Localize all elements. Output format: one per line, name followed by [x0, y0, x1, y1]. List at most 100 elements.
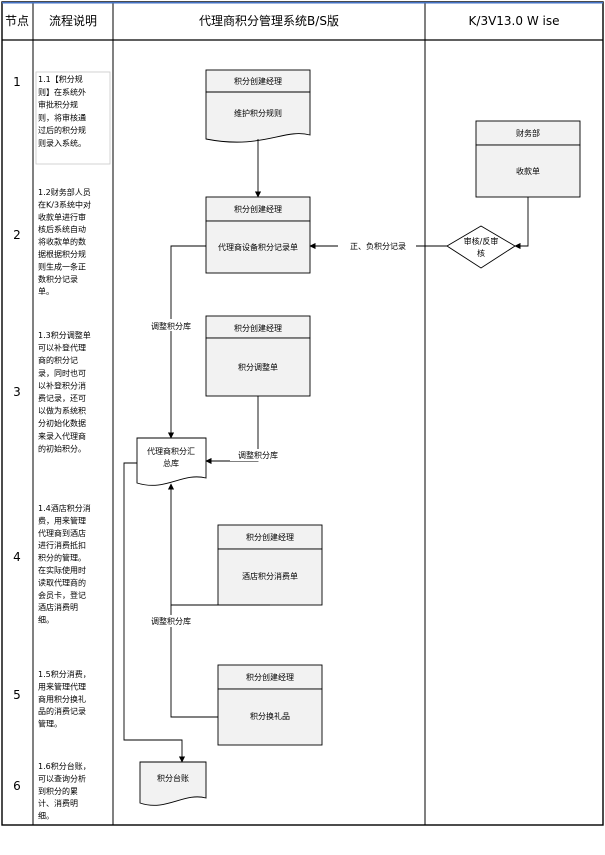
row-desc-line: 1.1【积分规 — [38, 74, 83, 84]
adjust-body-label: 积分调整单 — [238, 362, 278, 372]
header-system-k3: K/3V13.0 W ise — [469, 14, 560, 28]
audit-diamond: 审核/反审 核 — [446, 225, 516, 269]
row-desc-line: 品的消费记录 — [38, 706, 86, 716]
row-desc-line: 以做为系统积 — [38, 406, 86, 416]
row-desc-line: 费，用来管理 — [38, 515, 86, 525]
row-numbers: 1 2 3 4 5 6 — [13, 75, 21, 793]
row-desc-line: 则生成一条正 — [38, 261, 86, 271]
row-desc-line: 1.6积分台账， — [38, 761, 91, 771]
gift-role-label: 积分创建经理 — [246, 672, 294, 682]
label-adjust-lib-2: 调整积分库 — [238, 450, 278, 460]
ledger-label: 积分台账 — [157, 773, 189, 783]
gift-body-label: 积分换礼品 — [250, 711, 290, 721]
row-desc-1: 1.1【积分规则】在系统外审批积分规则，将审核通过后的积分规则录入系统。 — [38, 74, 86, 148]
row-number-5: 5 — [13, 688, 21, 702]
row-desc-line: 在实际使用时 — [38, 565, 86, 575]
row-desc-3: 1.3积分调整单可以补登代理商的积分记录，同时也可以补登积分消费记录，还可以做为… — [38, 330, 91, 453]
row-desc-line: 用来管理代理 — [38, 681, 86, 691]
label-adjust-lib-1: 调整积分库 — [151, 321, 191, 331]
row-desc-line: 管理。 — [38, 719, 62, 729]
row-desc-line: 会员卡，登记 — [38, 590, 86, 600]
adjust-role-label: 积分创建经理 — [234, 323, 282, 333]
row-desc-line: 过后的积分规 — [38, 125, 86, 135]
row-desc-line: 单。 — [38, 286, 54, 296]
finance-box: 财务部 收款单 — [475, 120, 581, 198]
row-desc-line: 费记录，还可 — [38, 393, 86, 403]
desc-box-1 — [35, 71, 111, 165]
arrow-finance-to-audit — [514, 197, 529, 250]
row-descriptions: 1.1【积分规则】在系统外审批积分规则，将审核通过后的积分规则录入系统。 1.2… — [35, 71, 111, 821]
row-desc-line: 分初始化数据 — [38, 418, 86, 428]
adjust-box: 积分创建经理 积分调整单 — [205, 315, 311, 397]
row-desc-line: 进行消费抵扣 — [38, 540, 86, 550]
row-desc-line: 读取代理商的 — [38, 577, 86, 587]
row-desc-line: 以补登积分消 — [38, 380, 86, 390]
row-desc-line: 1.4酒店积分消 — [38, 503, 91, 513]
gift-box: 积分创建经理 积分换礼品 — [217, 664, 323, 746]
row-desc-line: 数积分记录 — [38, 274, 78, 284]
row-desc-line: 则录入系统。 — [38, 138, 86, 148]
row-desc-line: 据根据积分规 — [38, 249, 86, 259]
row-desc-line: 核后系统自动 — [38, 224, 86, 234]
row-number-3: 3 — [13, 385, 21, 399]
row-desc-line: 可以查询分析 — [38, 773, 86, 783]
row-desc-line: 酒店消费明 — [38, 602, 78, 612]
row-desc-line: 审批积分规 — [38, 100, 78, 110]
row-number-4: 4 — [13, 550, 21, 564]
summary-doc: 代理商积分汇 总库 — [136, 437, 207, 486]
row-desc-line: 计、消费明 — [38, 798, 78, 808]
record-body-label: 代理商设备积分记录单 — [218, 242, 298, 252]
hotel-body-label: 酒店积分消费单 — [242, 571, 298, 581]
ledger-doc: 积分台账 — [139, 761, 207, 806]
row-desc-line: 商用积分换礼 — [38, 694, 86, 704]
label-pos-neg-record: 正、负积分记录 — [350, 241, 406, 251]
row-desc-line: 录，同时也可 — [38, 368, 86, 378]
header-flow-desc: 流程说明 — [49, 13, 97, 28]
row-desc-line: 细。 — [38, 811, 54, 821]
line-gift-to-hotel-path — [170, 605, 218, 718]
audit-label-line1: 审核/反审 — [464, 236, 499, 246]
row-desc-line: 在K/3系统中对 — [38, 199, 91, 209]
row-desc-2: 1.2财务部人员在K/3系统中对收款单进行审核后系统自动将收款单的数据根据积分规… — [38, 187, 91, 296]
summary-label-line1: 代理商积分汇 — [147, 446, 195, 456]
row-desc-5: 1.5积分消费， 用来管理代理商用积分换礼品的消费记录管理。 — [38, 669, 91, 729]
record-box: 积分创建经理 代理商设备积分记录单 — [205, 196, 311, 274]
row-desc-line: 到积分的累 — [38, 786, 78, 796]
connector-labels: 正、负积分记录 调整积分库 调整积分库 调整积分库 — [143, 239, 416, 627]
row-desc-line: 1.2财务部人员 — [38, 187, 91, 197]
row-number-2: 2 — [13, 228, 21, 242]
top-accent-line — [2, 2, 603, 4]
summary-label-line2: 总库 — [163, 458, 179, 468]
row-desc-line: 来录入代理商 — [38, 431, 86, 441]
row-desc-6: 1.6积分台账， 可以查询分析到积分的累计、消费明细。 — [38, 761, 91, 821]
label-adjust-lib-3: 调整积分库 — [151, 616, 191, 626]
row-desc-line: 积分的管理。 — [38, 553, 86, 563]
rule-doc-label: 维护积分规则 — [234, 108, 282, 118]
finance-body-label: 收款单 — [516, 166, 540, 176]
hotel-box: 积分创建经理 酒店积分消费单 — [217, 524, 323, 606]
row-desc-line: 可以补登代理 — [38, 343, 86, 353]
row-desc-4: 1.4酒店积分消费，用来管理代理商到酒店进行消费抵扣积分的管理。在实际使用时读取… — [38, 503, 91, 625]
row-desc-line: 则】在系统外 — [38, 87, 86, 97]
rule-role-label: 积分创建经理 — [234, 76, 282, 86]
header-system-bs: 代理商积分管理系统B/S版 — [199, 13, 339, 28]
finance-role-label: 财务部 — [516, 128, 540, 138]
row-desc-line: 1.3积分调整单 — [38, 330, 91, 340]
row-desc-line: 代理商到酒店 — [38, 528, 86, 538]
row-desc-line: 细。 — [38, 615, 54, 625]
row-desc-line: 收款单进行审 — [38, 212, 86, 222]
audit-label-line2: 核 — [477, 248, 485, 258]
hotel-role-label: 积分创建经理 — [246, 532, 294, 542]
row-number-1: 1 — [13, 75, 21, 89]
header-node: 节点 — [5, 14, 29, 28]
record-role-label: 积分创建经理 — [234, 204, 282, 214]
row-desc-line: 的初始积分。 — [38, 443, 86, 453]
rule-box: 积分创建经理 维护积分规则 — [205, 69, 311, 143]
arrow-record-to-summary — [167, 245, 206, 439]
row-desc-line: 商的积分记 — [38, 355, 78, 365]
arrow-summary-to-ledger — [123, 462, 186, 763]
row-desc-line: 1.5积分消费， — [38, 669, 91, 679]
row-desc-line: 则，将审核通 — [38, 112, 86, 122]
row-desc-line: 将收款单的数 — [38, 237, 86, 247]
